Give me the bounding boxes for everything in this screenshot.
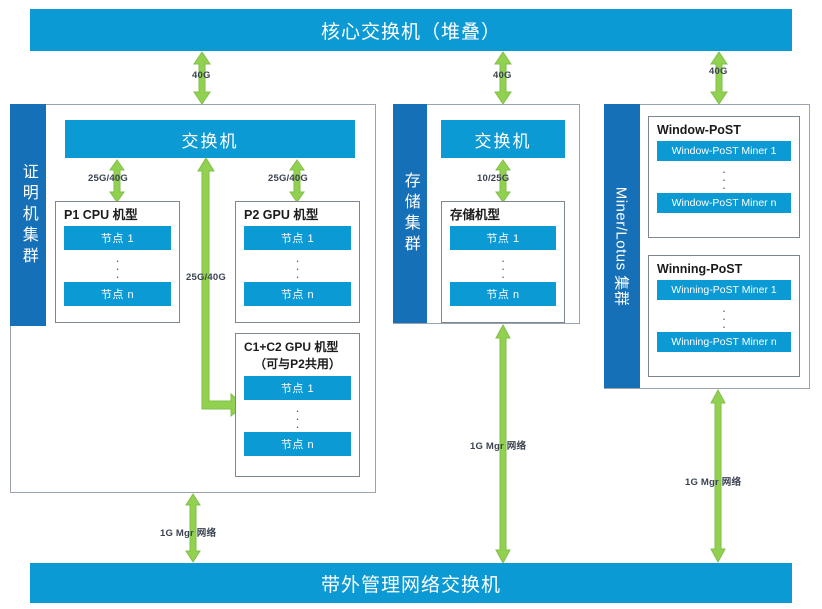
node-item: 节点 1 xyxy=(64,225,171,250)
node-item: Winning-PoST Miner n xyxy=(657,331,791,352)
link-label-proof-p1: 25G/40G xyxy=(88,173,128,184)
node-item: 节点 n xyxy=(64,281,171,306)
machine-box-window-post: Window-PoST Window-PoST Miner 1 ... Wind… xyxy=(648,116,800,238)
machine-box-p1-cpu: P1 CPU 机型 节点 1 ... 节点 n xyxy=(55,201,180,323)
mgmt-label-storage: 1G Mgr 网络 xyxy=(470,441,527,452)
machine-box-title-c1c2-line2: （可与P2共用） xyxy=(254,357,341,371)
ellipsis-icon: ... xyxy=(295,400,300,432)
ellipsis-icon: ... xyxy=(722,160,726,192)
node-item: Window-PoST Miner 1 xyxy=(657,140,791,161)
link-label-proof-c1c2: 25G/40G xyxy=(186,272,226,283)
node-item: 节点 n xyxy=(244,281,351,306)
node-item: Window-PoST Miner n xyxy=(657,192,791,213)
machine-box-title-window-post: Window-PoST xyxy=(657,123,741,137)
machine-box-title-c1c2-line1: C1+C2 GPU 机型 xyxy=(244,340,339,354)
cluster-tab-label-proof: 证明机集群 xyxy=(19,162,37,268)
machine-box-title-p2: P2 GPU 机型 xyxy=(244,208,319,222)
uplink-label-proof: 40G xyxy=(192,70,211,81)
oob-management-switch-banner: 带外管理网络交换机 xyxy=(30,563,792,603)
uplink-arrow-miner xyxy=(710,51,728,105)
switch-bar-proof: 交换机 xyxy=(65,120,355,158)
cluster-tab-storage: 存储集群 xyxy=(393,104,427,323)
link-label-storage: 10/25G xyxy=(477,173,510,184)
node-item: 节点 1 xyxy=(450,225,556,250)
cluster-tab-proof: 证明机集群 xyxy=(10,104,46,326)
node-item: 节点 n xyxy=(244,432,351,457)
mgmt-arrow-proof xyxy=(185,493,201,563)
switch-bar-storage: 交换机 xyxy=(441,120,565,158)
machine-box-winning-post: Winning-PoST Winning-PoST Miner 1 ... Wi… xyxy=(648,255,800,377)
uplink-label-storage: 40G xyxy=(493,70,512,81)
ellipsis-icon: ... xyxy=(501,249,505,281)
link-label-proof-p2: 25G/40G xyxy=(268,173,308,184)
machine-box-p2-gpu: P2 GPU 机型 节点 1 ... 节点 n xyxy=(235,201,360,323)
ellipsis-icon: ... xyxy=(115,249,120,281)
machine-box-storage: 存储机型 节点 1 ... 节点 n xyxy=(441,201,565,323)
cluster-tab-miner: Miner/Lotus 集群 xyxy=(604,104,640,388)
ellipsis-icon: ... xyxy=(295,249,300,281)
core-switch-banner: 核心交换机（堆叠） xyxy=(30,9,792,51)
node-item: Winning-PoST Miner 1 xyxy=(657,279,791,300)
mgmt-arrow-miner xyxy=(710,388,726,564)
machine-box-title-winning-post: Winning-PoST xyxy=(657,262,743,276)
machine-box-title-p1: P1 CPU 机型 xyxy=(64,208,138,222)
ellipsis-icon: ... xyxy=(722,299,726,331)
machine-box-title-storage: 存储机型 xyxy=(450,208,501,222)
node-item: 节点 1 xyxy=(244,225,351,250)
node-item: 节点 n xyxy=(450,281,556,306)
cluster-tab-label-miner: Miner/Lotus 集群 xyxy=(612,186,630,306)
uplink-label-miner: 40G xyxy=(709,66,728,77)
mgmt-label-proof: 1G Mgr 网络 xyxy=(160,528,217,539)
node-item: 节点 1 xyxy=(244,376,351,400)
cluster-tab-label-storage: 存储集群 xyxy=(401,171,419,256)
machine-box-c1c2-gpu: C1+C2 GPU 机型 （可与P2共用） 节点 1 ... 节点 n xyxy=(235,333,360,477)
mgmt-label-miner: 1G Mgr 网络 xyxy=(685,477,742,488)
